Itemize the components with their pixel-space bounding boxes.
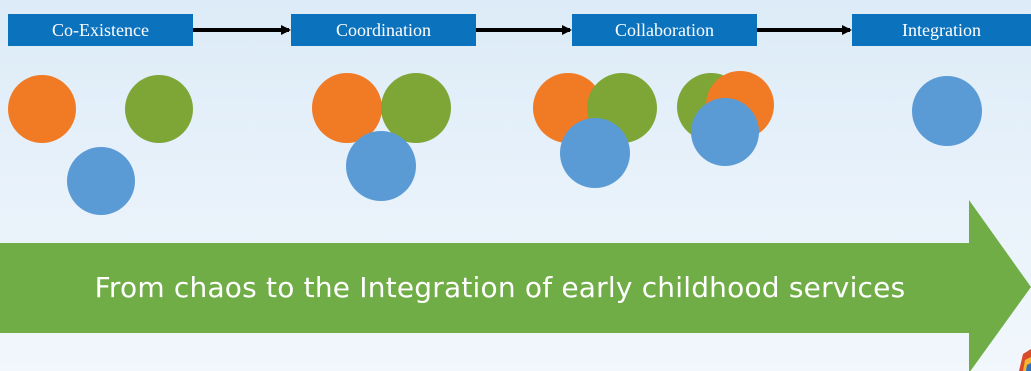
blue-circle <box>691 98 759 166</box>
green-circle <box>381 73 451 143</box>
stage-label: Coordination <box>336 19 431 40</box>
banner-text: From chaos to the Integration of early c… <box>94 270 906 304</box>
stage-box-co-existence: Co-Existence <box>8 14 193 46</box>
orange-circle <box>312 73 382 143</box>
blue-circle <box>346 131 416 201</box>
corner-logo-icon <box>1019 349 1031 371</box>
green-circle <box>125 75 193 143</box>
stage-label: Co-Existence <box>52 19 149 40</box>
orange-circle <box>8 75 76 143</box>
blue-circle <box>912 76 982 146</box>
blue-circle <box>560 118 630 188</box>
stage-label: Collaboration <box>615 19 714 40</box>
stage-label: Integration <box>902 19 981 40</box>
stage-box-collaboration: Collaboration <box>572 14 757 46</box>
stage-box-integration: Integration <box>852 14 1031 46</box>
stage-box-coordination: Coordination <box>291 14 476 46</box>
blue-circle <box>67 147 135 215</box>
